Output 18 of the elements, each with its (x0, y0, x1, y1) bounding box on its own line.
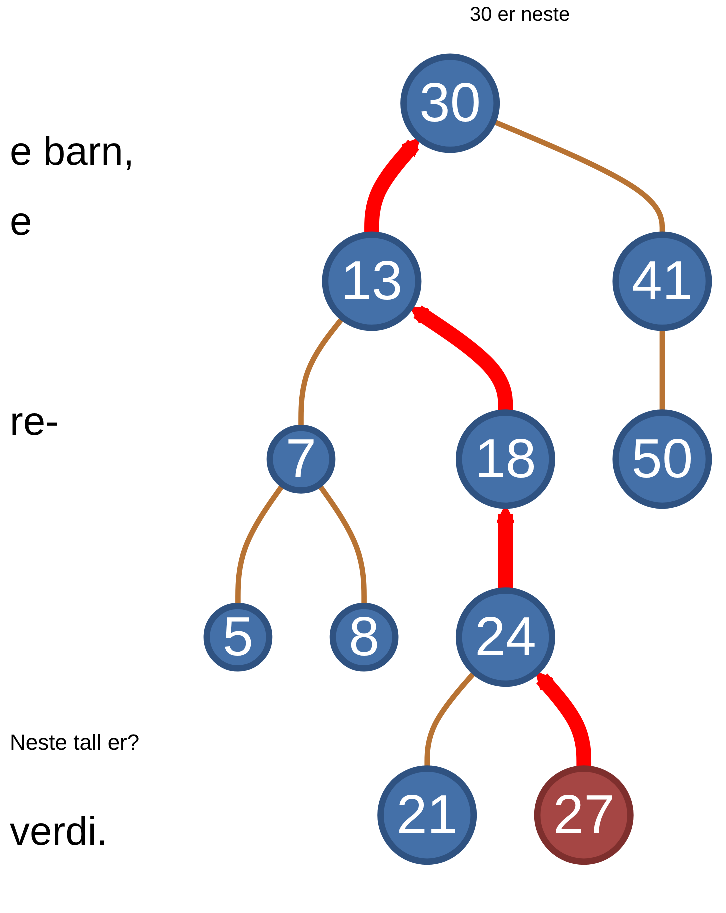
note-text: 30 er neste (470, 4, 570, 27)
node-circle: 50 (612, 410, 712, 510)
node-circle: 18 (456, 410, 556, 510)
node-circle: 27 (534, 766, 634, 866)
note-text: Neste tall er? (10, 730, 140, 756)
slide-text: re- (10, 400, 59, 445)
slide-text: verdi. (10, 810, 108, 855)
node-circle: 5 (204, 602, 273, 672)
node-circle: 41 (612, 232, 712, 332)
arrow (364, 138, 420, 236)
node-circle: 7 (266, 425, 336, 494)
node-circle: 30 (400, 54, 500, 154)
node-circle: 24 (456, 588, 556, 688)
slide-text: e (10, 200, 32, 245)
node-circle: 8 (330, 602, 399, 672)
slide-text: e barn, (10, 130, 135, 175)
node-circle: 13 (322, 232, 422, 332)
node-circle: 21 (378, 766, 478, 866)
